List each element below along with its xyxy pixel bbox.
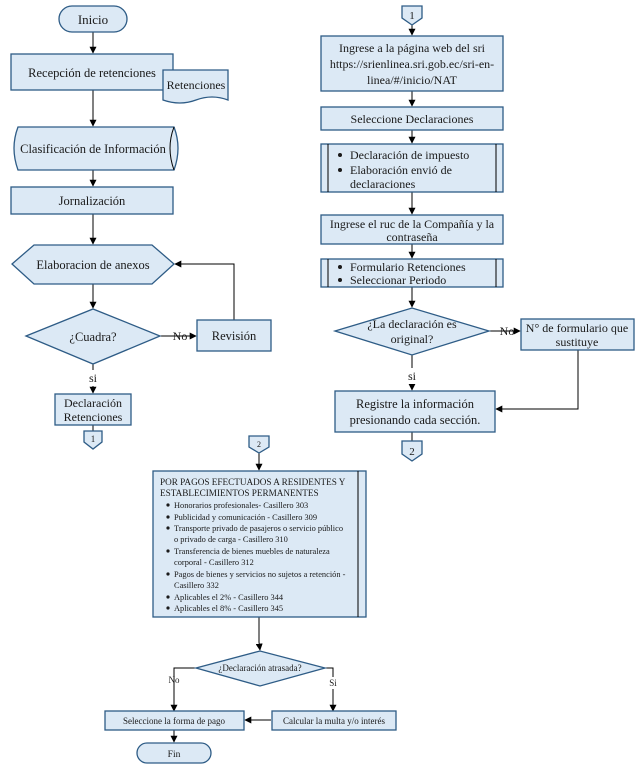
item-transporte: Transporte privado de pasajeros o servic… <box>174 524 343 533</box>
sub1-item1: Declaración de impuesto <box>350 148 469 162</box>
atrasada-no-label: No <box>169 675 180 685</box>
connector-1-in-label: 1 <box>409 10 415 22</box>
retenciones-doc-label: Retenciones <box>167 78 226 92</box>
elaboracion-label: Elaboracion de anexos <box>36 258 149 272</box>
sub1-item2-cont: declaraciones <box>350 177 416 191</box>
ingrese-sri-line2: https://srienlinea.sri.gob.ec/sri-en- <box>330 57 494 71</box>
item-aplicables-2: Aplicables el 2% - Casillero 344 <box>174 593 284 602</box>
inicio-label: Inicio <box>78 12 108 27</box>
pagos-subprocess <box>152 470 367 618</box>
calcular-label: Calcular la multa y/o interés <box>283 716 385 726</box>
bullet-icon <box>338 153 342 157</box>
clasificacion-label: Clasificación de Información <box>20 142 167 156</box>
fin-terminal <box>136 742 212 764</box>
ingrese-sri-line3: linea/#/inicio/NAT <box>367 73 458 87</box>
atrasada-label: ¿Declaración atrasada? <box>218 663 301 673</box>
bullet-icon <box>166 515 170 519</box>
declaracion-line2: Retenciones <box>64 410 123 424</box>
cuadra-no-label: No <box>173 329 188 343</box>
bullet-icon <box>338 168 342 172</box>
cuadra-label: ¿Cuadra? <box>69 330 117 344</box>
item-transferencia-cont: corporal - Casillero 312 <box>174 558 254 567</box>
offpage-connector-1-out <box>83 430 103 450</box>
original-decision <box>332 307 492 356</box>
sub2-item2: Seleccionar Periodo <box>350 273 446 287</box>
jornalizacion-label: Jornalización <box>59 194 126 208</box>
atrasada-si-label: Si <box>329 678 337 688</box>
bullet-icon <box>166 572 170 576</box>
connector-1-out-label: 1 <box>91 434 96 444</box>
box-title-line2: ESTABLECIMIENTOS PERMANENTES <box>160 488 319 498</box>
ingrese-sri-process <box>320 35 504 92</box>
revision-label: Revisión <box>212 329 257 343</box>
bullet-icon <box>166 503 170 507</box>
formulario-line2: sustituye <box>556 335 599 349</box>
registre-process <box>334 390 496 433</box>
ingrese-ruc-line1: Ingrese el ruc de la Compañía y la <box>330 217 495 231</box>
bottom-flow: 2 POR PAGOS EFECTUADOS A RESIDENTES Y ES… <box>104 435 397 764</box>
item-publicidad: Publicidad y comunicación - Casillero 30… <box>174 513 317 522</box>
offpage-connector-2-in <box>248 435 270 454</box>
ingrese-sri-line1: Ingrese a la página web del sri <box>339 41 486 55</box>
registre-line1: Registre la información <box>356 397 475 411</box>
declaracion-line1: Declaración <box>64 396 122 410</box>
bullet-icon <box>338 265 342 269</box>
jornalizacion-process <box>10 186 174 215</box>
revision-process <box>196 319 272 352</box>
ingrese-ruc-process <box>320 214 504 245</box>
declaracion-subprocess <box>320 143 504 193</box>
bullet-icon <box>166 549 170 553</box>
calcular-process <box>271 710 397 731</box>
formulario-sustituye-process <box>520 318 635 351</box>
atrasada-decision <box>193 650 328 687</box>
ingrese-ruc-line2: contraseña <box>386 230 438 244</box>
declaracion-retenciones-process <box>54 393 132 426</box>
left-flow: Inicio Recepción de retenciones Retencio… <box>10 5 272 450</box>
bullet-icon <box>166 606 170 610</box>
cuadra-si-label: si <box>89 371 98 385</box>
original-line2: original? <box>391 332 434 346</box>
recepcion-process <box>10 53 174 91</box>
seleccione-declaraciones-process <box>320 106 504 131</box>
item-aplicables-8: Aplicables el 8% - Casillero 345 <box>174 604 283 613</box>
item-pagos-bienes-cont: Casillero 332 <box>174 581 219 590</box>
offpage-connector-1-in <box>401 5 423 26</box>
connector-2-out-label: 2 <box>409 446 415 458</box>
sub1-item2: Elaboración envió de <box>350 163 452 177</box>
formulario-subprocess <box>320 258 504 288</box>
item-transporte-cont: o privado de carga - Casillero 310 <box>174 535 288 544</box>
bullet-icon <box>338 278 342 282</box>
original-no-label: No <box>500 324 515 338</box>
right-flow: 1 Ingrese a la página web del sri https:… <box>320 5 635 462</box>
retenciones-document <box>162 69 229 104</box>
si-label-bg <box>404 368 420 384</box>
original-line1: ¿La declaración es <box>367 317 457 331</box>
connector-2-in-label: 2 <box>257 440 261 449</box>
item-honorarios: Honorarios profesionales- Casillero 303 <box>174 501 308 510</box>
offpage-connector-2-out <box>401 440 423 462</box>
seleccione-pago-label: Seleccione la forma de pago <box>123 716 225 726</box>
elaboracion-preparation <box>11 244 175 285</box>
inicio-terminal <box>58 5 128 33</box>
bullet-icon <box>166 526 170 530</box>
si-label-bg <box>326 677 340 689</box>
si-label-bg <box>84 370 100 386</box>
bullet-icon <box>166 595 170 599</box>
original-si-label: si <box>408 369 417 383</box>
item-transferencia: Transferencia de bienes muebles de natur… <box>174 547 330 556</box>
box-title-line1: POR PAGOS EFECTUADOS A RESIDENTES Y <box>160 477 346 487</box>
seleccione-pago-process <box>104 710 245 731</box>
registre-line2: presionando cada sección. <box>350 413 481 427</box>
formulario-line1: N° de formulario que <box>526 321 628 335</box>
cuadra-decision <box>24 308 162 365</box>
seleccione-declaraciones-label: Seleccione Declaraciones <box>351 112 474 126</box>
sub2-item1: Formulario Retenciones <box>350 260 466 274</box>
item-pagos-bienes: Pagos de bienes y servicios no sujetos a… <box>174 570 346 579</box>
recepcion-label: Recepción de retenciones <box>28 66 156 80</box>
fin-label: Fin <box>168 750 181 760</box>
